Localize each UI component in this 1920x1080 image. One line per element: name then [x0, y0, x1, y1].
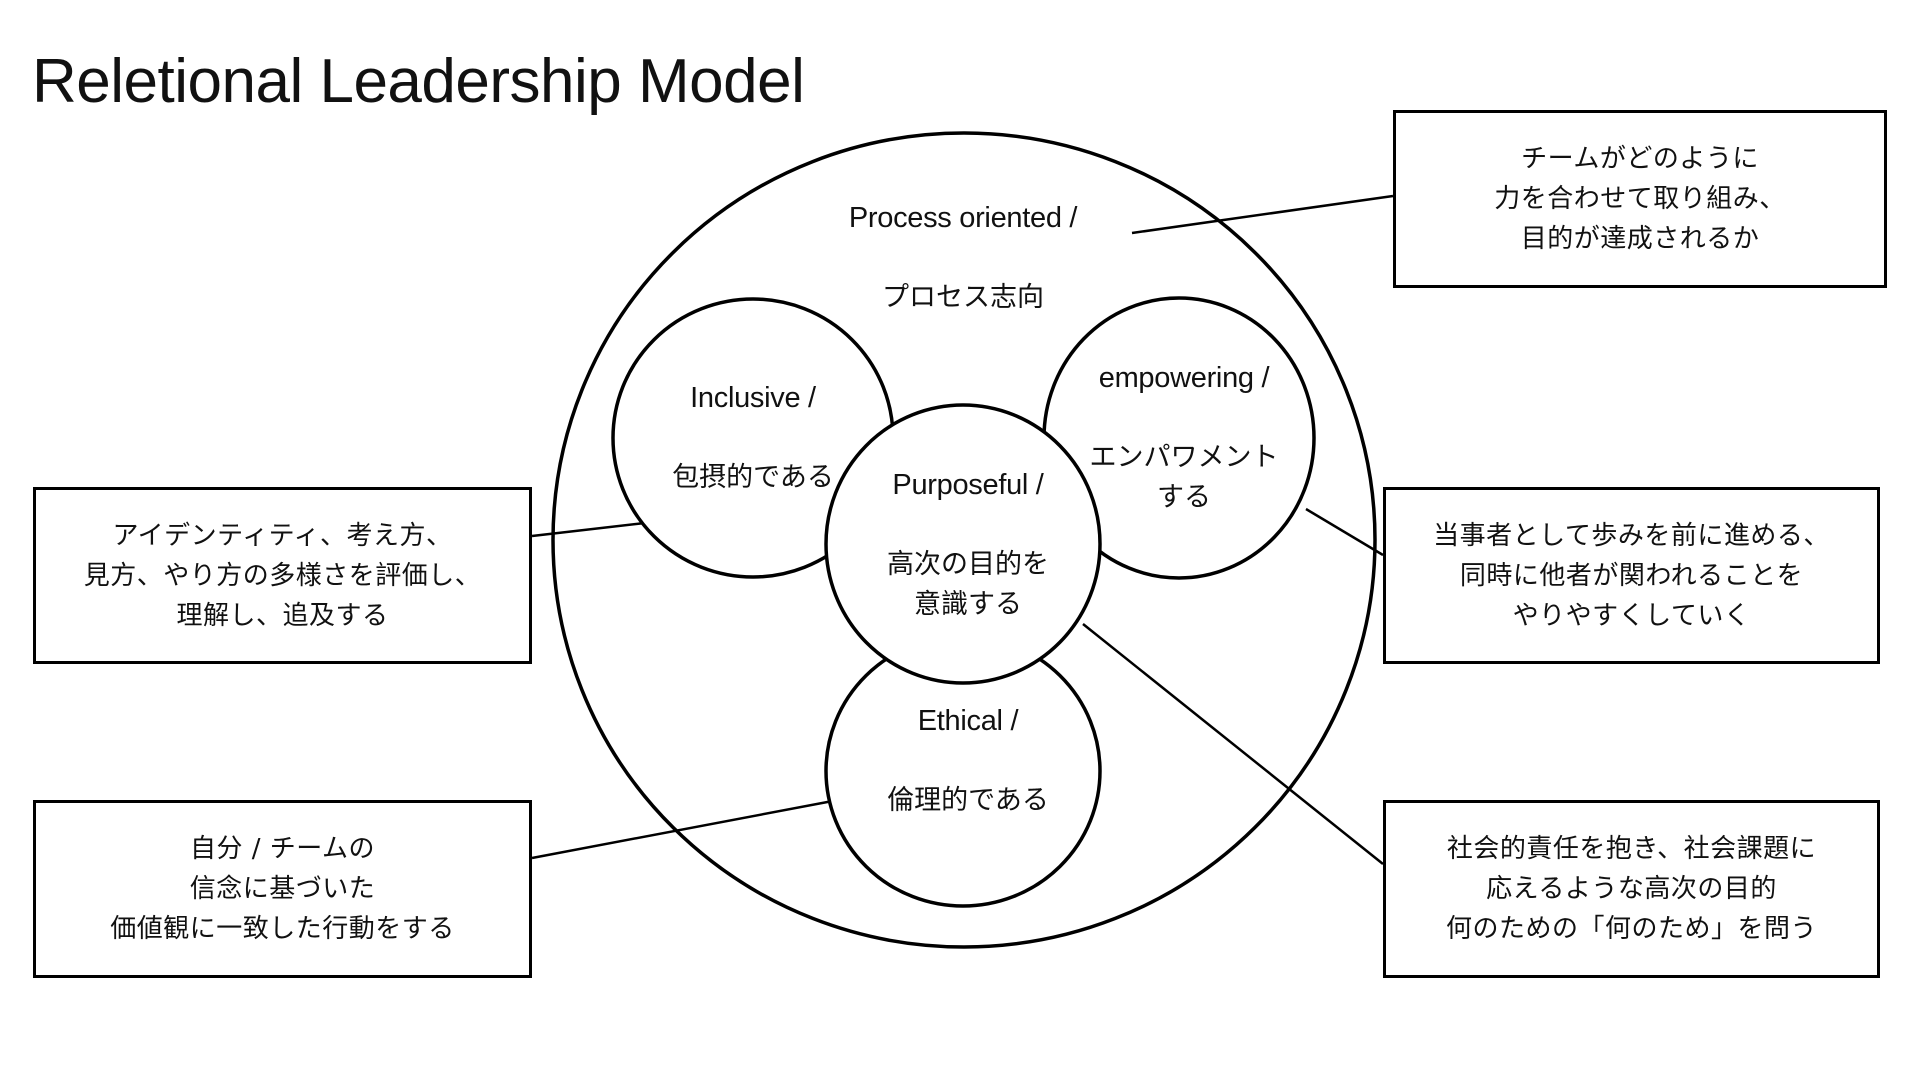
connector-ethical [531, 798, 839, 860]
process-description-box: チームがどのように 力を合わせて取り組み、 目的が達成されるか [1393, 110, 1887, 288]
empowering-label-ja: エンパワメント する [1089, 442, 1279, 513]
purposeful-description-box: 社会的責任を抱き、社会課題に 応えるような高次の目的 何のための「何のため」を問… [1383, 800, 1880, 978]
inclusive-label-en: Inclusive / [690, 382, 816, 414]
connector-empowering [1305, 507, 1384, 557]
empowering-description-box: 当事者として歩みを前に進める、 同時に他者が関われることを やりやすくしていく [1383, 487, 1880, 664]
ethical-description-text: 自分 / チームの 信念に基づいた 価値観に一致した行動をする [110, 834, 455, 944]
ethical-label-en: Ethical / [917, 705, 1019, 737]
purposeful-label: Purposeful / 高次の目的を 意識する [887, 425, 1049, 665]
connector-purposeful [1082, 623, 1384, 865]
empowering-description-text: 当事者として歩みを前に進める、 同時に他者が関われることを やりやすくしていく [1433, 520, 1830, 631]
ethical-label-ja: 倫理的である [887, 785, 1049, 816]
purposeful-label-en: Purposeful / [892, 469, 1044, 501]
empowering-label: empowering / エンパワメント する [1090, 318, 1279, 558]
purposeful-description-text: 社会的責任を抱き、社会課題に 応えるような高次の目的 何のための「何のため」を問… [1445, 834, 1817, 944]
ethical-description-box: 自分 / チームの 信念に基づいた 価値観に一致した行動をする [33, 800, 532, 978]
purposeful-circle [824, 403, 1102, 685]
connector-inclusive [531, 521, 646, 538]
ethical-label: Ethical / 倫理的である [887, 661, 1049, 861]
process-oriented-label-en: Process oriented / [848, 202, 1078, 234]
process-oriented-label-ja: プロセス志向 [881, 282, 1044, 313]
inclusive-description-box: アイデンティティ、考え方、 見方、やり方の多様さを評価し、 理解し、追及する [33, 487, 532, 664]
process-description-text: チームがどのように 力を合わせて取り組み、 目的が達成されるか [1494, 144, 1786, 254]
inclusive-label: Inclusive / 包摂的である [672, 338, 834, 538]
purposeful-label-ja: 高次の目的を 意識する [887, 549, 1049, 620]
process-oriented-label: Process oriented / プロセス志向 [848, 158, 1078, 358]
inclusive-label-ja: 包摂的である [672, 462, 834, 493]
inclusive-description-text: アイデンティティ、考え方、 見方、やり方の多様さを評価し、 理解し、追及する [83, 520, 482, 631]
connector-process [1131, 194, 1394, 235]
empowering-label-en: empowering / [1098, 362, 1270, 394]
diagram-title: Reletional Leadership Model [32, 47, 805, 116]
process-oriented-circle [551, 131, 1377, 949]
